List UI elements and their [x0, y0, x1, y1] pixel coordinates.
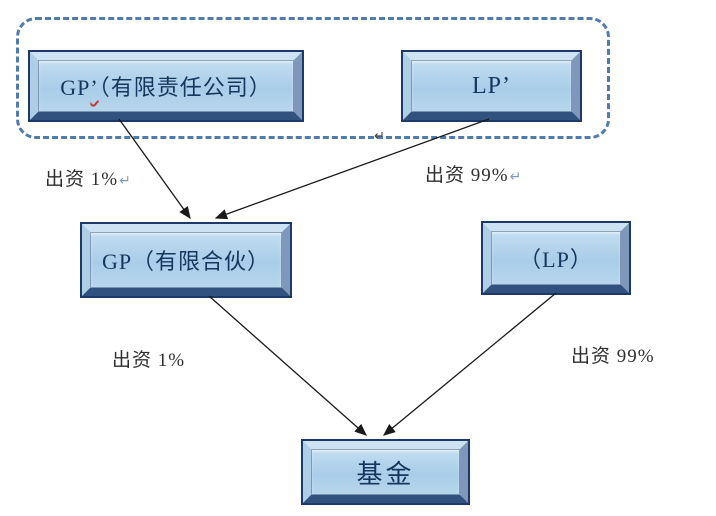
arrow-gp-to-fund: [208, 295, 367, 436]
node-gp-label: GP（有限合伙）: [101, 249, 271, 274]
spellcheck-squiggle: ’: [90, 75, 99, 100]
node-fund: 基金: [301, 439, 470, 505]
label-contribution-top-left: 出资 1%↵: [45, 169, 132, 190]
node-lp-prime-label: LP’: [472, 72, 511, 99]
node-gp-prime-label: GP’（有限责任公司）: [60, 75, 272, 100]
arrow-lp-to-fund: [382, 292, 557, 436]
node-gp: GP（有限合伙）: [80, 222, 292, 298]
node-lp-prime: LP’: [401, 50, 582, 122]
label-contribution-bottom-left: 出资 1%: [112, 350, 186, 371]
node-fund-label: 基金: [356, 459, 415, 489]
return-mark-icon: ↵: [509, 169, 523, 185]
node-lp-label: （LP）: [519, 247, 593, 272]
label-contribution-top-right: 出资 99%↵: [425, 165, 523, 186]
node-lp: （LP）: [481, 221, 631, 295]
label-contribution-bottom-right: 出资 99%: [571, 346, 655, 367]
stray-return-mark-icon: ↵: [374, 129, 385, 144]
node-gp-prime: GP’（有限责任公司）: [28, 50, 304, 122]
return-mark-icon: ↵: [119, 173, 132, 189]
